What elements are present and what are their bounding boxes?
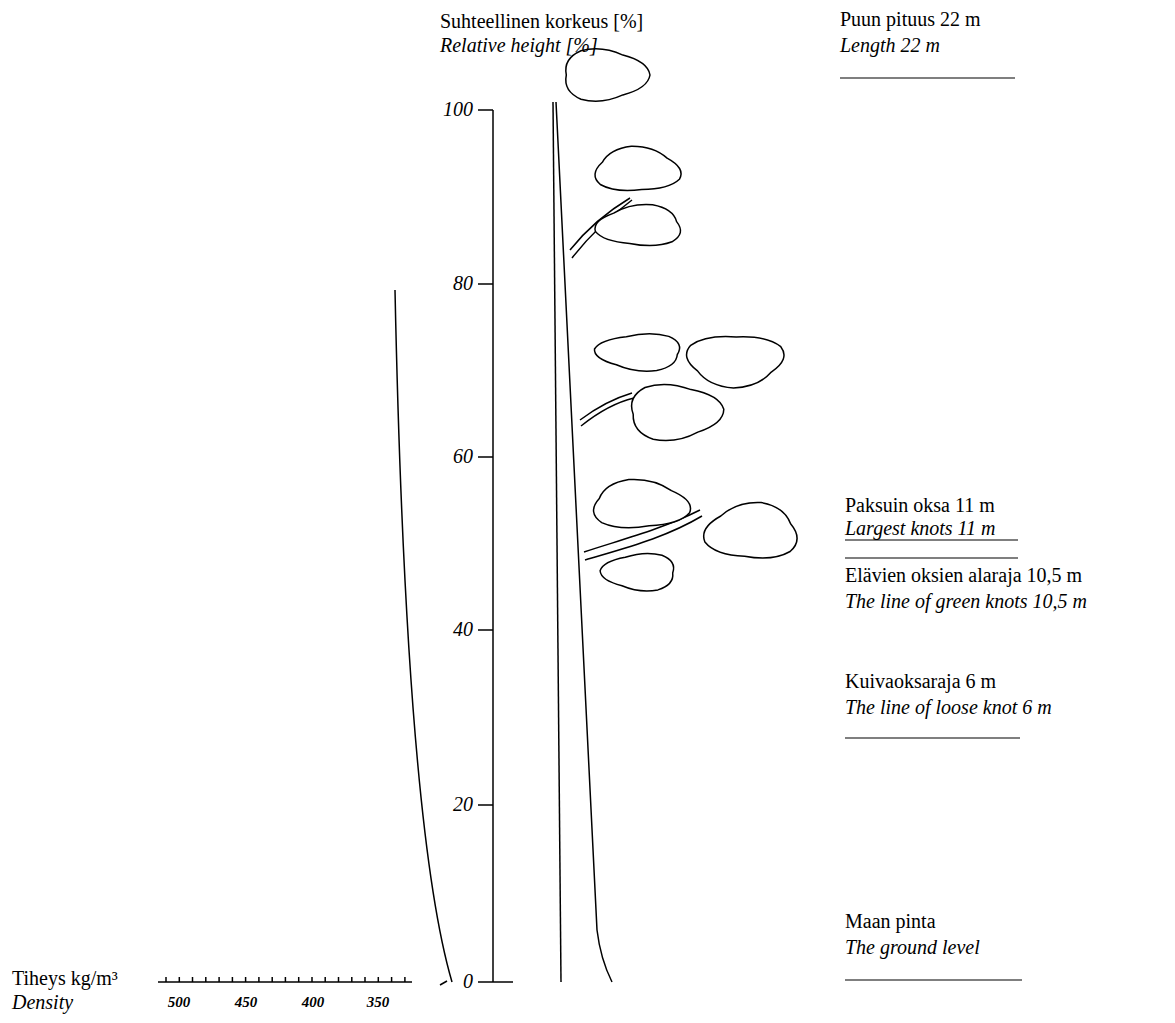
tick-label: 60 (453, 445, 473, 468)
axis-title: Relative height [%] (440, 34, 598, 57)
axis-tick (378, 977, 380, 982)
tick-label: 0 (463, 970, 473, 993)
axis-tick (205, 977, 207, 982)
annotation: Kuivaoksaraja 6 m (845, 670, 996, 693)
annotation: The line of green knots 10,5 m (845, 590, 1087, 613)
axis-tick (298, 977, 300, 982)
axis-tick (391, 977, 393, 982)
annotation: The ground level (845, 936, 980, 959)
annotation: Maan pinta (845, 910, 936, 933)
tick-label: 100 (443, 98, 473, 121)
leaf-cluster (632, 384, 724, 440)
axis-tick (338, 977, 340, 982)
axis-tick (271, 977, 273, 982)
leaf-cluster (594, 479, 691, 527)
tick-label: 500 (168, 994, 191, 1011)
axis-tick (364, 977, 366, 982)
axis-tick (245, 977, 247, 982)
tick-label: 400 (302, 994, 325, 1011)
tick-label: 20 (453, 793, 473, 816)
annotation: Largest knots 11 m (845, 517, 996, 540)
leaf-cluster (595, 205, 681, 246)
tick-label: 40 (453, 618, 473, 641)
axis-tick (232, 977, 234, 982)
axis-title: Tiheys kg/m³ (12, 967, 118, 990)
leaf-cluster (595, 146, 681, 190)
leaf-cluster (704, 502, 797, 558)
axis-title: Density (12, 991, 73, 1014)
leaf-cluster (566, 49, 650, 101)
axis-tick (351, 977, 353, 982)
tick-label: 350 (367, 994, 390, 1011)
axis-tick (218, 977, 220, 982)
axis-tick (404, 977, 406, 982)
axis-title: Suhteellinen korkeus [%] (440, 10, 643, 33)
annotation: Length 22 m (840, 34, 940, 57)
annotation: Paksuin oksa 11 m (845, 494, 995, 517)
tick-label: 450 (235, 994, 258, 1011)
axis-tick (165, 977, 167, 982)
annotation: Puun pituus 22 m (840, 8, 981, 31)
axis-tick (179, 977, 181, 982)
axis-tick (285, 977, 287, 982)
annotation: The line of loose knot 6 m (845, 696, 1052, 719)
axis-tick (192, 977, 194, 982)
axis-tick (324, 977, 326, 982)
annotation: Elävien oksien alaraja 10,5 m (845, 564, 1082, 587)
leaf-cluster (600, 553, 674, 590)
axis-tick (311, 977, 313, 982)
leaf-cluster (594, 334, 679, 371)
axis-tick (258, 977, 260, 982)
tick-label: 80 (453, 272, 473, 295)
leaf-cluster (687, 337, 784, 388)
